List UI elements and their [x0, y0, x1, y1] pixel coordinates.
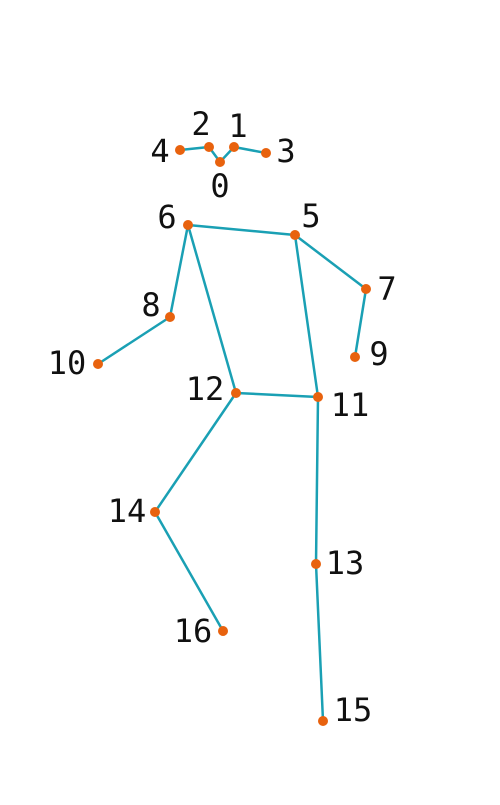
bone-14-16: [153, 510, 225, 633]
bone-6-8: [168, 223, 190, 319]
joint-10: [93, 359, 103, 369]
bone-11-13: [314, 395, 320, 566]
joint-label-1: 1: [228, 107, 247, 145]
joint-label-4: 4: [150, 132, 169, 170]
joint-8: [165, 312, 175, 322]
joint-label-10: 10: [48, 344, 87, 382]
joint-label-15: 15: [334, 691, 373, 729]
joint-label-2: 2: [191, 105, 210, 143]
joint-4: [175, 145, 185, 155]
joint-9: [350, 352, 360, 362]
joint-label-5: 5: [301, 197, 320, 235]
joint-label-9: 9: [369, 335, 388, 373]
joint-label-11: 11: [331, 386, 370, 424]
joint-12: [231, 388, 241, 398]
joint-15: [318, 716, 328, 726]
bone-1-3: [232, 145, 268, 155]
joint-1: [229, 142, 239, 152]
joint-16: [218, 626, 228, 636]
joint-11: [313, 392, 323, 402]
bone-12-14: [153, 391, 238, 514]
joint-5: [290, 230, 300, 240]
joint-label-8: 8: [141, 286, 160, 324]
bone-7-9: [353, 287, 368, 359]
joint-14: [150, 507, 160, 517]
bone-5-7: [293, 233, 368, 291]
joint-label-14: 14: [108, 492, 147, 530]
joint-7: [361, 284, 371, 294]
joint-label-0: 0: [210, 167, 229, 205]
joint-3: [261, 148, 271, 158]
joint-2: [204, 142, 214, 152]
joints-group: [93, 142, 371, 726]
joint-label-12: 12: [186, 370, 225, 408]
bone-5-11: [293, 233, 320, 399]
joint-label-16: 16: [174, 612, 213, 650]
bone-5-6: [186, 223, 297, 237]
joint-13: [311, 559, 321, 569]
joint-label-7: 7: [377, 270, 396, 308]
joint-0: [215, 157, 225, 167]
joint-label-3: 3: [276, 132, 295, 170]
joint-label-13: 13: [326, 544, 365, 582]
bone-8-10: [96, 315, 172, 366]
bones-group: [96, 145, 368, 723]
joint-6: [183, 220, 193, 230]
bone-11-12: [234, 391, 320, 399]
bone-6-12: [186, 223, 238, 395]
joint-label-6: 6: [157, 198, 176, 236]
bone-13-15: [314, 562, 325, 723]
